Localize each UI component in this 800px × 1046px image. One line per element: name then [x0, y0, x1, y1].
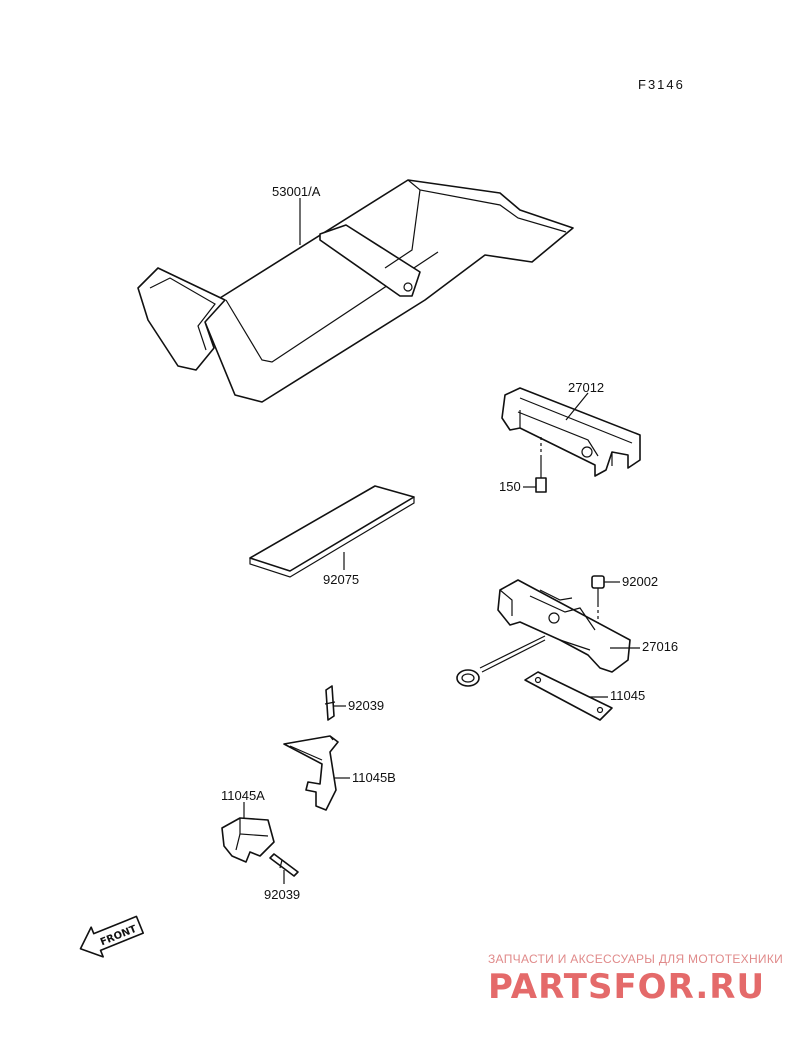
pad-part[interactable]	[249, 485, 415, 578]
label-plate: 11045	[610, 688, 645, 703]
seat-part[interactable]	[137, 179, 574, 403]
holder-part[interactable]	[221, 817, 275, 863]
label-seat: 53001/A	[272, 184, 321, 199]
bracket-upper-leader	[565, 392, 589, 421]
watermark-brand: PARTSFOR.RU	[488, 967, 765, 1007]
pin-lower-part[interactable]	[269, 853, 299, 877]
pin-upper-part[interactable]	[324, 685, 336, 721]
plate-part[interactable]	[524, 671, 613, 721]
figure-code: F3146	[638, 77, 685, 92]
front-arrow-icon: FRONT	[79, 915, 144, 958]
label-bracket-lower: 11045B	[352, 770, 396, 785]
label-pin-lower: 92039	[264, 887, 300, 902]
watermark: ЗАПЧАСТИ И АКСЕССУАРЫ ДЛЯ МОТОТЕХНИКИ PA…	[488, 952, 783, 1007]
label-bracket-upper: 27012	[568, 380, 604, 395]
bracket-upper-part[interactable]	[501, 387, 641, 477]
label-holder: 11045A	[221, 788, 265, 803]
label-bolt-92002: 92002	[622, 574, 658, 589]
watermark-subtitle: ЗАПЧАСТИ И АКСЕССУАРЫ ДЛЯ МОТОТЕХНИКИ	[488, 952, 783, 966]
seat-lock-part[interactable]	[456, 579, 631, 687]
label-seat-lock: 27016	[642, 639, 678, 654]
label-bolt-150: 150	[499, 479, 521, 494]
bracket-lower-part[interactable]	[283, 735, 339, 811]
label-pad: 92075	[323, 572, 359, 587]
label-pin-upper: 92039	[348, 698, 384, 713]
bolt-150-part[interactable]	[535, 436, 547, 493]
